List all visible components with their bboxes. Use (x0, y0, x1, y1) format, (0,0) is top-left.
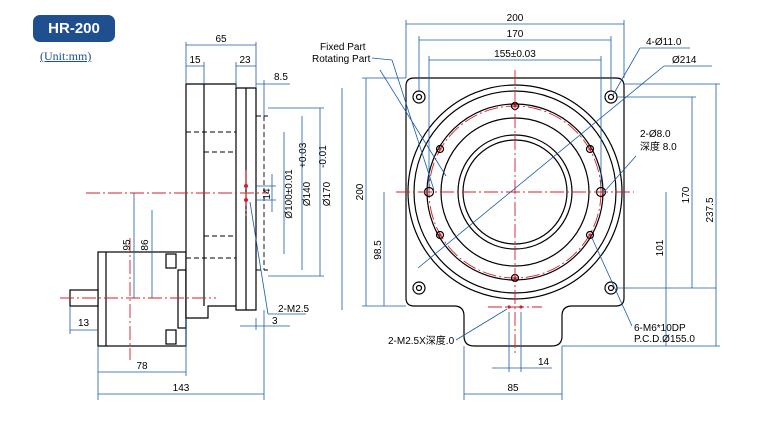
front-view: 200 170 155±0.03 4-Ø11.0 Ø214 2-Ø8.0 深度 … (312, 13, 720, 400)
note-pcd: P.C.D.Ø155.0 (634, 334, 695, 345)
dim-200-left: 200 (355, 183, 366, 200)
dim-155: 155±0.03 (494, 49, 536, 60)
dia-140: Ø140 (302, 181, 313, 206)
dim-200-top: 200 (507, 13, 524, 24)
dim-170-right: 170 (681, 186, 692, 203)
dim-14-bottom: 14 (538, 357, 550, 368)
dim-23: 23 (239, 55, 251, 66)
dim-143: 143 (173, 383, 190, 394)
dim-15: 15 (189, 55, 201, 66)
dim-95: 95 (122, 239, 133, 251)
dia-140-tol: +0.03 (298, 142, 309, 168)
dim-98-5: 98.5 (373, 240, 384, 260)
note-holes-11: 4-Ø11.0 (646, 37, 682, 48)
dim-78: 78 (136, 361, 148, 372)
unit-label: (Unit:mm) (40, 49, 92, 63)
note-m25-side: 2-M2.5 (278, 304, 310, 315)
dim-101: 101 (655, 239, 666, 256)
dia-100: Ø100±0.01 (284, 169, 295, 219)
side-view: 65 15 23 8.5 14 Ø100±0.01 Ø140 +0.03 Ø17… (60, 34, 343, 400)
dim-65: 65 (215, 34, 227, 45)
dim-14-side: 14 (262, 188, 273, 200)
dim-85: 85 (507, 383, 519, 394)
dim-86: 86 (140, 239, 151, 251)
dia-170-tol: -0.01 (318, 145, 329, 168)
dim-170-top: 170 (507, 29, 524, 40)
label-rotating-part: Rotating Part (312, 54, 371, 65)
dim-237-5: 237.5 (705, 197, 716, 222)
note-pin-8: 2-Ø8.0 (640, 129, 671, 140)
dim-8-5: 8.5 (274, 72, 288, 83)
note-m25-depth: 2-M2.5X深度.0 (388, 334, 455, 347)
label-fixed-part: Fixed Part (320, 42, 366, 53)
note-dia-214: Ø214 (672, 55, 697, 66)
note-tap-m6: 6-M6*10DP (634, 323, 686, 334)
dim-13: 13 (78, 318, 90, 329)
dia-170: Ø170 (322, 181, 333, 206)
dim-3: 3 (272, 316, 278, 327)
model-badge: HR-200 (33, 15, 115, 42)
note-depth-8: 深度 8.0 (640, 140, 677, 153)
motor-body (97, 251, 187, 347)
